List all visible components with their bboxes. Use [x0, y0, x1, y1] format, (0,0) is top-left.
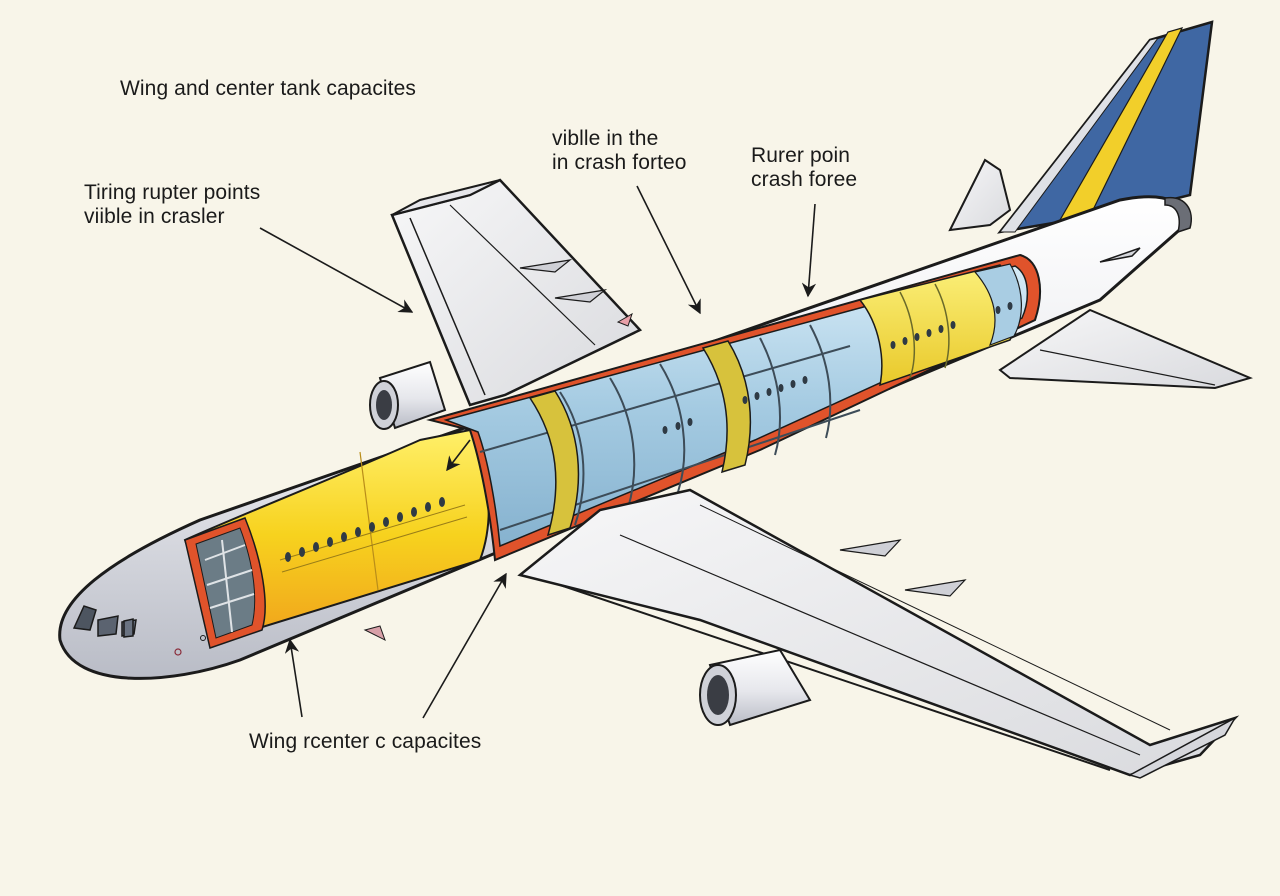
- far-wing: [390, 178, 643, 407]
- leader-arrows: [259, 185, 817, 719]
- arrow-bottom-right: [422, 572, 507, 719]
- arrow-visible: [636, 185, 701, 315]
- arrow-rupture: [259, 227, 414, 313]
- arrow-forward: [446, 439, 471, 472]
- vertical-tail: [997, 20, 1214, 234]
- near-engine: [699, 648, 812, 727]
- arrow-bottom-left: [284, 638, 303, 718]
- visible-crash-force-label: viblle in the in crash forteo: [552, 127, 687, 175]
- wing-center-capacities-label: Wing rcenter c capacites: [249, 730, 481, 754]
- cabin-cutaway: [426, 253, 1041, 562]
- cockpit: [72, 605, 206, 656]
- horizontal-stabilizer: [948, 158, 1253, 390]
- rurer-label-line-1: Rurer poin: [751, 144, 851, 167]
- near-wing: [363, 488, 1240, 779]
- forward-section-cutaway: [183, 428, 490, 649]
- title-label-line: Wing and center tank capacites: [120, 77, 416, 100]
- far-engine: [369, 360, 447, 430]
- visible-label-line-2: in crash forteo: [552, 151, 687, 174]
- rear-point-crash-force-label: Rurer poin crash foree: [751, 144, 857, 192]
- rupture-label-line-1: Tiring rupter points: [84, 181, 261, 204]
- arrow-rurer: [801, 203, 817, 298]
- title-label: Wing and center tank capacites: [120, 77, 416, 101]
- visible-label-line-1: viblle in the: [552, 127, 659, 150]
- rupture-points-label: Tiring rupter points viible in crasler: [84, 181, 260, 229]
- rupture-label-line-2: viible in crasler: [84, 205, 225, 228]
- bottom-label-line: Wing rcenter c capacites: [249, 730, 482, 753]
- rurer-label-line-2: crash foree: [751, 168, 858, 191]
